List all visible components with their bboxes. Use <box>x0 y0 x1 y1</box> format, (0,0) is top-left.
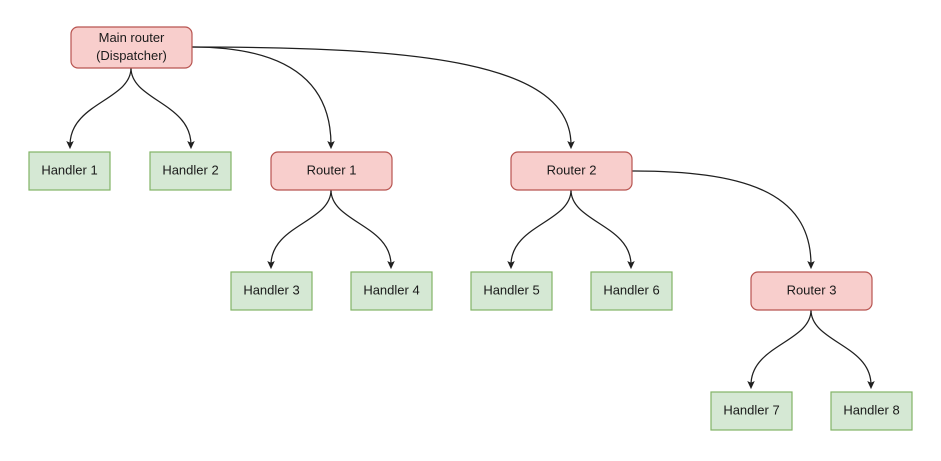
edge-main-router-1 <box>191 46 335 150</box>
edge-main-router-2 <box>191 46 575 150</box>
node-handler-7[interactable]: Handler 7 <box>710 391 793 431</box>
node-handler-4[interactable]: Handler 4 <box>350 271 433 311</box>
handler-4-box[interactable] <box>350 271 433 311</box>
edge-router2-router-3 <box>631 170 815 270</box>
node-router-1[interactable]: Router 1 <box>270 151 393 191</box>
edge-router3-handler-7 <box>747 309 812 390</box>
edge-router1-handler-3 <box>267 189 332 270</box>
handler-7-box[interactable] <box>710 391 793 431</box>
node-main-router[interactable]: Main router(Dispatcher) <box>70 26 193 69</box>
nodes-layer: Main router(Dispatcher) Handler 1 Handler … <box>28 26 913 431</box>
node-handler-5[interactable]: Handler 5 <box>470 271 553 311</box>
node-router-3[interactable]: Router 3 <box>750 271 873 311</box>
edge-router3-handler-8 <box>810 309 875 390</box>
handler-5-box[interactable] <box>470 271 553 311</box>
edge-router2-handler-6 <box>570 189 635 270</box>
handler-6-box[interactable] <box>590 271 673 311</box>
handler-3-box[interactable] <box>230 271 313 311</box>
edge-router1-handler-4 <box>330 189 395 270</box>
handler-2-box[interactable] <box>149 151 232 191</box>
handler-1-box[interactable] <box>28 151 111 191</box>
node-handler-3[interactable]: Handler 3 <box>230 271 313 311</box>
router-2-box[interactable] <box>510 151 633 191</box>
edge-main-handler-1 <box>66 67 132 150</box>
node-handler-1[interactable]: Handler 1 <box>28 151 111 191</box>
router-3-box[interactable] <box>750 271 873 311</box>
node-handler-6[interactable]: Handler 6 <box>590 271 673 311</box>
node-handler-8[interactable]: Handler 8 <box>830 391 913 431</box>
handler-8-box[interactable] <box>830 391 913 431</box>
main-router-box[interactable] <box>70 26 193 69</box>
router-1-box[interactable] <box>270 151 393 191</box>
node-handler-2[interactable]: Handler 2 <box>149 151 232 191</box>
edges-layer <box>66 46 875 390</box>
edge-router2-handler-5 <box>507 189 572 270</box>
node-router-2[interactable]: Router 2 <box>510 151 633 191</box>
edge-main-handler-2 <box>130 67 195 150</box>
